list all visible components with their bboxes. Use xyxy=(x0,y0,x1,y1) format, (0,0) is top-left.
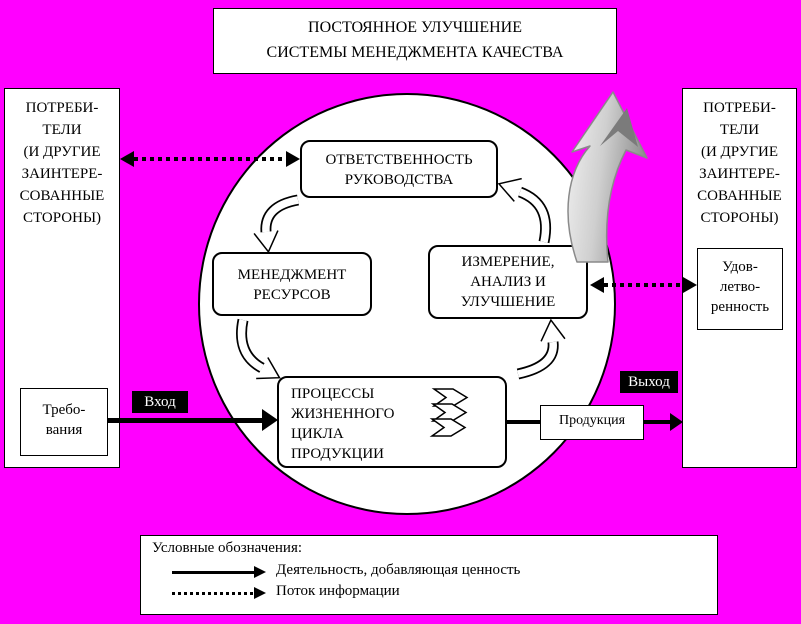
text-line: РЕСУРСОВ xyxy=(253,287,331,303)
output-flow-line-left xyxy=(507,420,542,424)
text-line: вания xyxy=(45,422,83,438)
management-responsibility-box: ОТВЕТСТВЕННОСТЬ РУКОВОДСТВА xyxy=(300,140,498,198)
measurement-analysis-improvement-box: ИЗМЕРЕНИЕ, АНАЛИЗ И УЛУЧШЕНИЕ xyxy=(428,245,588,319)
text-line: ПОТРЕБИ- xyxy=(25,100,99,116)
text-line: ЗАИНТЕРЕ- xyxy=(21,166,103,182)
input-arrowhead-icon xyxy=(262,409,278,431)
legend-solid-line xyxy=(172,571,254,574)
text-line: ТЕЛИ xyxy=(42,122,82,138)
dotted-line xyxy=(604,283,683,287)
text-line: (И ДРУГИЕ xyxy=(700,144,779,160)
text-line: (И ДРУГИЕ xyxy=(23,144,101,160)
text-line: ОТВЕТСТВЕННОСТЬ xyxy=(325,152,473,168)
arrowhead-left-icon xyxy=(120,151,134,167)
dotted-line xyxy=(134,157,286,161)
legend-dotted-arrowhead-icon xyxy=(254,587,266,599)
legend-dotted-line xyxy=(172,592,254,595)
text-line: ЖИЗНЕННОГО xyxy=(291,406,395,422)
product-realization-box: ПРОЦЕССЫ ЖИЗНЕННОГО ЦИКЛА ПРОДУКЦИИ xyxy=(277,376,507,468)
information-flow-right-arrow xyxy=(590,277,697,293)
text-line: ПРОДУКЦИИ xyxy=(291,446,384,462)
text-line: СИСТЕМЫ МЕНЕДЖМЕНТА КАЧЕСТВА xyxy=(266,44,564,61)
requirements-box: Требо-вания xyxy=(20,388,108,456)
text-line: Требо- xyxy=(42,402,86,418)
text-line: АНАЛИЗ И xyxy=(470,274,546,290)
legend-box xyxy=(140,535,718,615)
legend-title: Условные обозначения: xyxy=(152,540,303,556)
text-line: летво- xyxy=(719,279,761,295)
text-line: МЕНЕДЖМЕНТ xyxy=(237,267,347,283)
legend-dotted-label: Поток информации xyxy=(276,583,400,599)
output-label: Выход xyxy=(620,371,678,393)
text-line: ПОТРЕБИ- xyxy=(703,100,776,116)
legend-solid-arrowhead-icon xyxy=(254,566,266,578)
text-line: СОВАННЫЕ xyxy=(19,188,105,204)
output-arrowhead-icon xyxy=(670,413,683,431)
arrowhead-right-icon xyxy=(683,277,697,293)
satisfaction-box: Удов-летво-ренность xyxy=(697,248,783,330)
text-line: ЗАИНТЕРЕ- xyxy=(699,166,780,182)
text-line: УЛУЧШЕНИЕ xyxy=(460,294,556,310)
text-line: ПРОЦЕССЫ xyxy=(291,386,375,402)
text-line: ренность xyxy=(710,299,770,315)
arrowhead-left-icon xyxy=(590,277,604,293)
input-label: Вход xyxy=(132,391,188,413)
text-line: СТОРОНЫ) xyxy=(22,210,102,226)
text-line: ТЕЛИ xyxy=(719,122,760,138)
text-line: ЦИКЛА xyxy=(291,426,344,442)
text-line: ИЗМЕРЕНИЕ, xyxy=(461,254,555,270)
resource-management-box: МЕНЕДЖМЕНТ РЕСУРСОВ xyxy=(212,252,372,316)
text-line: РУКОВОДСТВА xyxy=(344,172,454,188)
text-line: Удов- xyxy=(722,259,758,275)
information-flow-left-arrow xyxy=(120,151,300,167)
text-line: ПОСТОЯННОЕ УЛУЧШЕНИЕ xyxy=(308,19,522,36)
input-flow-line xyxy=(108,418,266,423)
continual-improvement-title-box: ПОСТОЯННОЕ УЛУЧШЕНИЕ СИСТЕМЫ МЕНЕДЖМЕНТА … xyxy=(213,8,617,74)
legend-solid-label: Деятельность, добавляющая ценность xyxy=(276,562,521,578)
product-box: Продукция xyxy=(540,405,644,440)
arrowhead-right-icon xyxy=(286,151,300,167)
output-flow-line-right xyxy=(644,420,672,424)
text-line: СОВАННЫЕ xyxy=(697,188,782,204)
text-line: СТОРОНЫ) xyxy=(700,210,779,226)
